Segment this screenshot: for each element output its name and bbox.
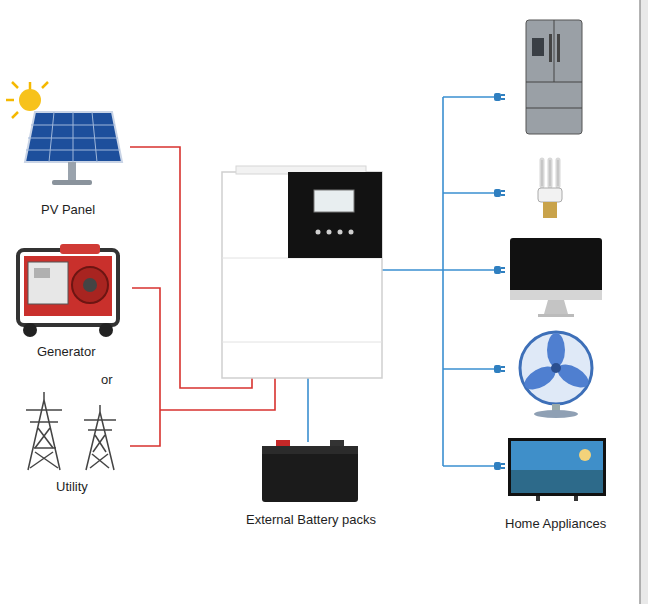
pv-panel-icon [6,82,122,185]
note-label: or [101,372,113,388]
device-label: PV Panel [41,202,95,218]
battery-icon [262,440,358,502]
device-label: Utility [56,479,88,495]
plug-symbols [494,93,505,470]
generator-icon [18,244,118,337]
device-label: External Battery packs [246,512,376,528]
utility-tower-icon [26,392,116,470]
note-text: or [101,372,113,388]
fridge-icon [526,20,582,134]
fan-icon [520,332,592,418]
inverter-icon [222,166,382,378]
label-text: PV Panel [41,202,95,218]
device-label: Home Appliances [505,516,606,532]
monitor-icon [510,238,602,317]
bulb-icon [538,160,562,218]
label-text: External Battery packs [246,512,376,528]
label-text: Home Appliances [505,516,606,532]
device-label: Generator [37,344,96,360]
edge-line [639,0,641,604]
tv-icon [508,438,606,501]
label-text: Generator [37,344,96,360]
label-text: Utility [56,479,88,495]
edge-strip [640,0,648,604]
